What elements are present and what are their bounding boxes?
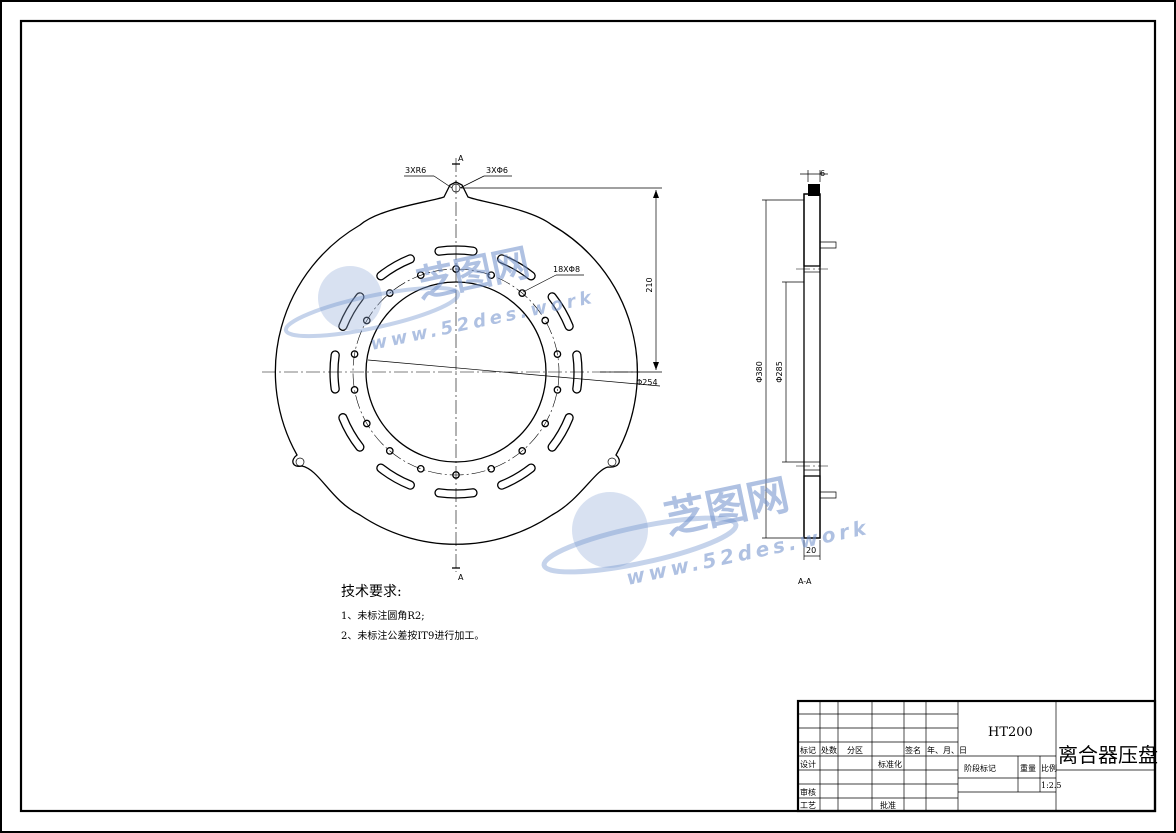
arc-slot xyxy=(338,413,365,452)
leader-254 xyxy=(367,359,661,387)
arc-slot xyxy=(434,245,478,256)
arc-slot xyxy=(497,463,536,490)
watermark-swoosh-icon xyxy=(541,515,739,575)
small-hole xyxy=(518,289,527,297)
tb-scale-value: 1:2.5 xyxy=(1041,781,1062,790)
dim-label-210: 210 xyxy=(645,277,654,292)
leader-phi6 xyxy=(459,175,485,189)
tb-scale: 比例 xyxy=(1041,763,1057,773)
leader-small-holes xyxy=(522,274,557,293)
arc-slot xyxy=(572,350,583,394)
watermark-globe-icon xyxy=(318,266,382,330)
dim-label-small-holes: 18XΦ8 xyxy=(553,265,580,274)
section-lug-bottom xyxy=(820,491,837,499)
section-body xyxy=(803,193,821,539)
tb-approve: 批准 xyxy=(880,800,896,810)
small-hole xyxy=(362,316,371,325)
small-hole xyxy=(518,447,527,455)
section-label: A-A xyxy=(798,577,812,586)
small-hole xyxy=(362,419,371,428)
arc-slot xyxy=(376,463,415,490)
left-ear-hole xyxy=(295,457,305,467)
leader-r6 xyxy=(433,175,453,189)
section-mark-bottom: A xyxy=(458,573,464,582)
tb-row-review: 审核 xyxy=(800,787,816,797)
watermark-bottom: 芝图网 www.52des.work xyxy=(541,470,872,590)
tb-row-design: 设计 xyxy=(800,759,816,769)
small-hole xyxy=(452,265,460,273)
section-ear-top xyxy=(808,184,820,196)
dim-label-254: Φ254 xyxy=(636,378,658,387)
dim-label-285: Φ285 xyxy=(775,361,784,383)
tb-part-name: 离合器压盘 xyxy=(1058,743,1158,767)
section-lug-top xyxy=(820,241,837,249)
title-block: 标记 处数 分区 签名 年、月、日 设计 标准化 审核 工艺 批准 HT200 … xyxy=(796,699,1158,813)
small-hole xyxy=(385,447,394,455)
note-item-2: 2、未标注公差按IT9进行加工。 xyxy=(341,629,484,642)
small-hole xyxy=(553,386,562,394)
small-hole xyxy=(487,271,496,280)
small-hole xyxy=(541,316,550,325)
section-mark-top: A xyxy=(458,154,464,163)
tb-header-zone: 分区 xyxy=(847,746,863,755)
small-hole xyxy=(553,350,562,358)
tb-material: HT200 xyxy=(988,725,1033,740)
small-hole xyxy=(385,289,394,297)
small-hole xyxy=(487,464,496,473)
tb-row-process: 工艺 xyxy=(800,801,816,810)
arc-slot xyxy=(329,350,340,394)
inner-bore xyxy=(365,281,547,463)
small-hole xyxy=(541,419,550,428)
dim-label-20: 20 xyxy=(806,546,816,555)
hole-pitch-circle xyxy=(352,268,560,476)
tb-header-count: 处数 xyxy=(821,745,837,755)
tb-header-sign: 签名 xyxy=(905,745,921,755)
watermark-globe-icon xyxy=(572,492,648,568)
tb-standardization: 标准化 xyxy=(878,759,902,769)
slot-group xyxy=(329,245,583,499)
dim-label-r6: 3XR6 xyxy=(405,166,426,175)
small-hole xyxy=(350,350,359,358)
arc-slot xyxy=(376,254,415,281)
arc-slot xyxy=(434,488,478,499)
dim-label-380: Φ380 xyxy=(755,361,764,383)
right-ear-hole xyxy=(607,457,617,467)
arc-slot xyxy=(338,292,365,331)
watermark-swoosh-icon xyxy=(283,285,461,339)
tb-stage-mark: 阶段标记 xyxy=(964,763,996,773)
tb-weight: 重量 xyxy=(1020,763,1036,773)
technical-notes: 技术要求: 1、未标注圆角R2; 2、未标注公差按IT9进行加工。 xyxy=(341,584,484,642)
note-item-1: 1、未标注圆角R2; xyxy=(341,609,425,622)
small-hole xyxy=(416,271,425,280)
dim-label-6: 6 xyxy=(820,169,825,178)
arrow-down xyxy=(653,362,659,370)
small-hole xyxy=(350,386,359,394)
outer-contour xyxy=(274,181,639,545)
small-hole-group xyxy=(350,265,562,479)
small-hole xyxy=(452,471,460,479)
arc-slot xyxy=(547,413,574,452)
section-hatch-top xyxy=(803,193,821,267)
arc-slot xyxy=(497,254,536,281)
watermark-cn: 芝图网 xyxy=(413,240,534,307)
section-view: 6 Φ380 Φ285 20 A-A xyxy=(755,169,837,586)
small-hole xyxy=(416,464,425,473)
tb-header-date: 年、月、日 xyxy=(927,745,967,755)
tb-header-mark: 标记 xyxy=(800,745,816,755)
arc-slot xyxy=(547,292,574,331)
front-view: 210 Φ254 18XΦ8 3XR6 3XΦ6 A A xyxy=(262,154,662,582)
arrow-up xyxy=(653,190,659,198)
inner-frame xyxy=(19,19,1157,813)
dim-label-phi6: 3XΦ6 xyxy=(486,166,508,175)
notes-title: 技术要求: xyxy=(341,584,402,600)
watermark-top: 芝图网 www.52des.work xyxy=(283,240,597,355)
